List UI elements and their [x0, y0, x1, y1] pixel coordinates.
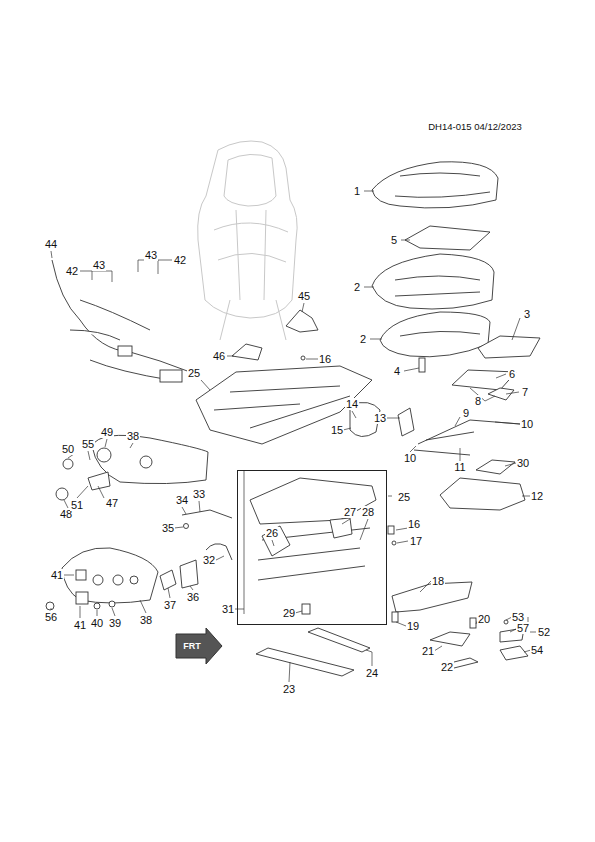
callout-number: 29 [282, 607, 296, 619]
callout-number: 44 [44, 238, 58, 250]
callout-number: 9 [462, 407, 470, 419]
callout-number: 14 [345, 398, 359, 410]
callout-number: 17 [409, 535, 423, 547]
callout-number: 27 [343, 506, 357, 518]
callout-number: 16 [318, 353, 332, 365]
callout-number: 8 [474, 395, 482, 407]
callout-number: 47 [105, 497, 119, 509]
callout-number: 42 [173, 254, 187, 266]
callout-number: 38 [139, 614, 153, 626]
callout-number: 56 [44, 611, 58, 623]
callout-number: 34 [175, 494, 189, 506]
callout-number: 24 [365, 667, 379, 679]
callout-number: 32 [202, 554, 216, 566]
callout-number: 10 [403, 452, 417, 464]
callout-number: 7 [521, 386, 529, 398]
callout-number: 36 [186, 591, 200, 603]
callout-number: 18 [431, 575, 445, 587]
callout-number: 55 [81, 438, 95, 450]
callout-number: 37 [163, 599, 177, 611]
callout-number: 33 [192, 488, 206, 500]
callout-number: 2 [359, 333, 367, 345]
callout-number: 43 [92, 259, 106, 271]
callout-number: 54 [530, 644, 544, 656]
callout-number: 25 [187, 367, 201, 379]
callout-number: 38 [126, 430, 140, 442]
drawing-code: DH14-015 04/12/2023 [427, 121, 523, 133]
callout-number: 12 [530, 490, 544, 502]
callout-number: 30 [516, 457, 530, 469]
callout-number: 35 [161, 522, 175, 534]
callout-number: 40 [90, 617, 104, 629]
callout-number: 49 [100, 426, 114, 438]
callout-number: 5 [390, 234, 398, 246]
callout-number: 57 [516, 622, 530, 634]
callout-number: 52 [537, 626, 551, 638]
callout-number: 19 [406, 620, 420, 632]
callout-number: 1 [353, 185, 361, 197]
callout-number: 50 [61, 443, 75, 455]
callout-number: 4 [393, 365, 401, 377]
callout-number: 25 [398, 491, 410, 503]
callout-number: 20 [477, 613, 491, 625]
callout-number: 10 [520, 418, 534, 430]
callout-number: 23 [282, 683, 296, 695]
callout-number: 28 [361, 506, 375, 518]
callout-number: 3 [523, 308, 531, 320]
callout-number: 39 [108, 617, 122, 629]
callout-number: 22 [440, 661, 454, 673]
callout-number: 15 [330, 424, 344, 436]
assembly-frame: 25 [237, 470, 387, 625]
callout-number: 6 [508, 368, 516, 380]
callout-number: 51 [70, 499, 84, 511]
callout-number: 42 [65, 265, 79, 277]
callout-number: 21 [421, 645, 435, 657]
callout-number: 13 [373, 412, 387, 424]
callout-number: 45 [297, 290, 311, 302]
callout-number: 41 [50, 569, 64, 581]
callout-number: 43 [144, 249, 158, 261]
callout-number: 31 [221, 603, 235, 615]
callout-number: 16 [407, 518, 421, 530]
callout-number: 41 [73, 619, 87, 631]
callout-number: 46 [212, 350, 226, 362]
callout-number: 2 [353, 281, 361, 293]
callout-number: 11 [453, 461, 466, 473]
front-arrow [176, 628, 222, 664]
callout-number: 26 [265, 527, 279, 539]
front-marker: FRT [182, 640, 202, 652]
